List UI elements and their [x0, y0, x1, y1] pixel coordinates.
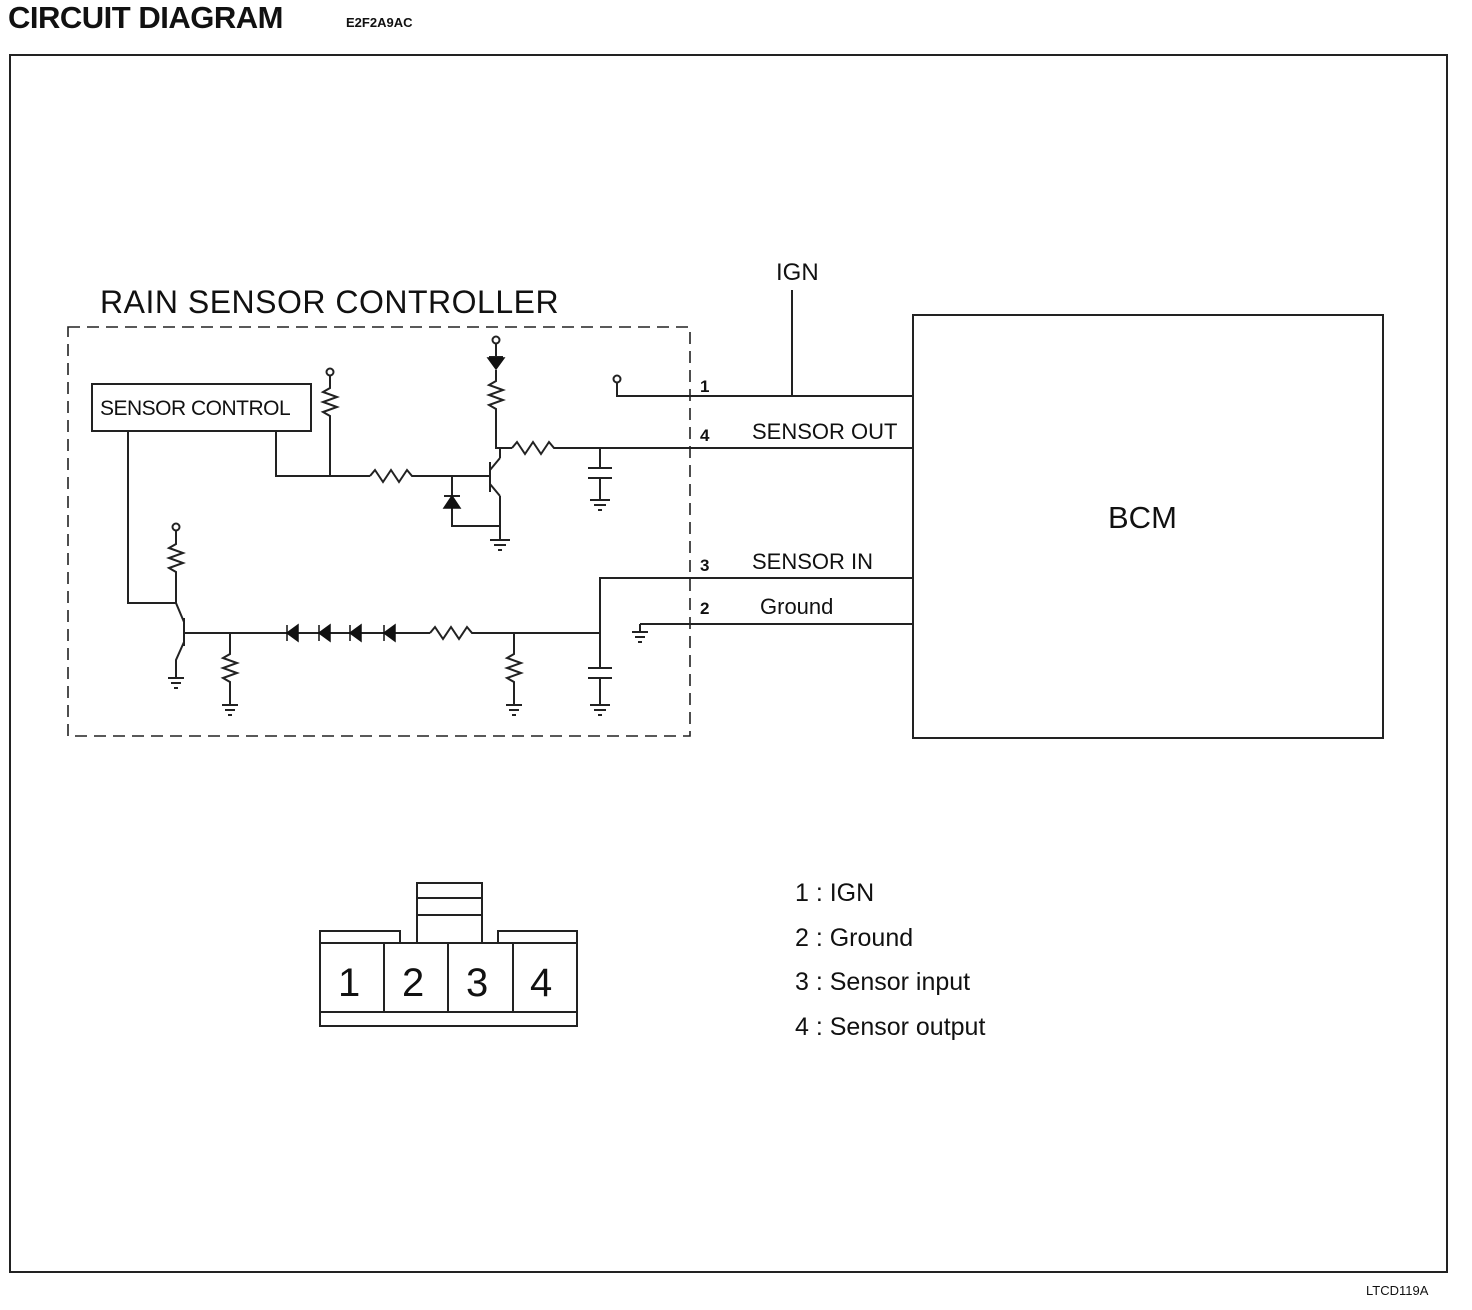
pin-4-number: 4: [700, 426, 710, 445]
pin-2-label: Ground: [760, 594, 833, 619]
diagram-frame: [9, 54, 1448, 1273]
pin-3-label: SENSOR IN: [752, 549, 873, 574]
document-code: E2F2A9AC: [346, 15, 413, 30]
diode-1-icon: [285, 623, 299, 643]
legend-item: 3 : Sensor input: [795, 968, 971, 996]
pin-2-number: 2: [700, 599, 709, 618]
pin-3-number: 3: [700, 556, 709, 575]
pin-1-number: 1: [700, 377, 709, 396]
diode-4-icon: [382, 623, 396, 643]
ign-label: IGN: [776, 259, 819, 286]
sensor-control-block: [91, 383, 312, 432]
connector-cell-2: 2: [402, 961, 424, 1005]
connector-drawing: [319, 882, 578, 1027]
bcm-block: [912, 314, 1384, 739]
legend-item: 1 : IGN: [795, 879, 875, 907]
pin-4-label: SENSOR OUT: [752, 419, 897, 444]
connector-cell-4: 4: [530, 961, 552, 1005]
bcm-label: BCM: [1108, 500, 1177, 535]
diode-2-icon: [317, 623, 331, 643]
zener-diode-icon: [442, 494, 462, 509]
legend-item: 4 : Sensor output: [795, 1013, 986, 1041]
controller-boundary: [67, 326, 691, 737]
diode-symbols: [285, 357, 506, 643]
sensor-control-label: SENSOR CONTROL: [100, 397, 290, 420]
controller-label: RAIN SENSOR CONTROLLER: [100, 284, 559, 320]
connector-cell-3: 3: [466, 961, 488, 1005]
connector-cell-1: 1: [338, 961, 360, 1005]
circuit-wiring: [127, 335, 913, 716]
led-diode-icon: [486, 357, 506, 371]
page-title: CIRCUIT DIAGRAM: [8, 0, 283, 35]
legend-item: 2 : Ground: [795, 924, 914, 952]
figure-id: LTCD119A: [1366, 1283, 1429, 1298]
diode-3-icon: [348, 623, 362, 643]
